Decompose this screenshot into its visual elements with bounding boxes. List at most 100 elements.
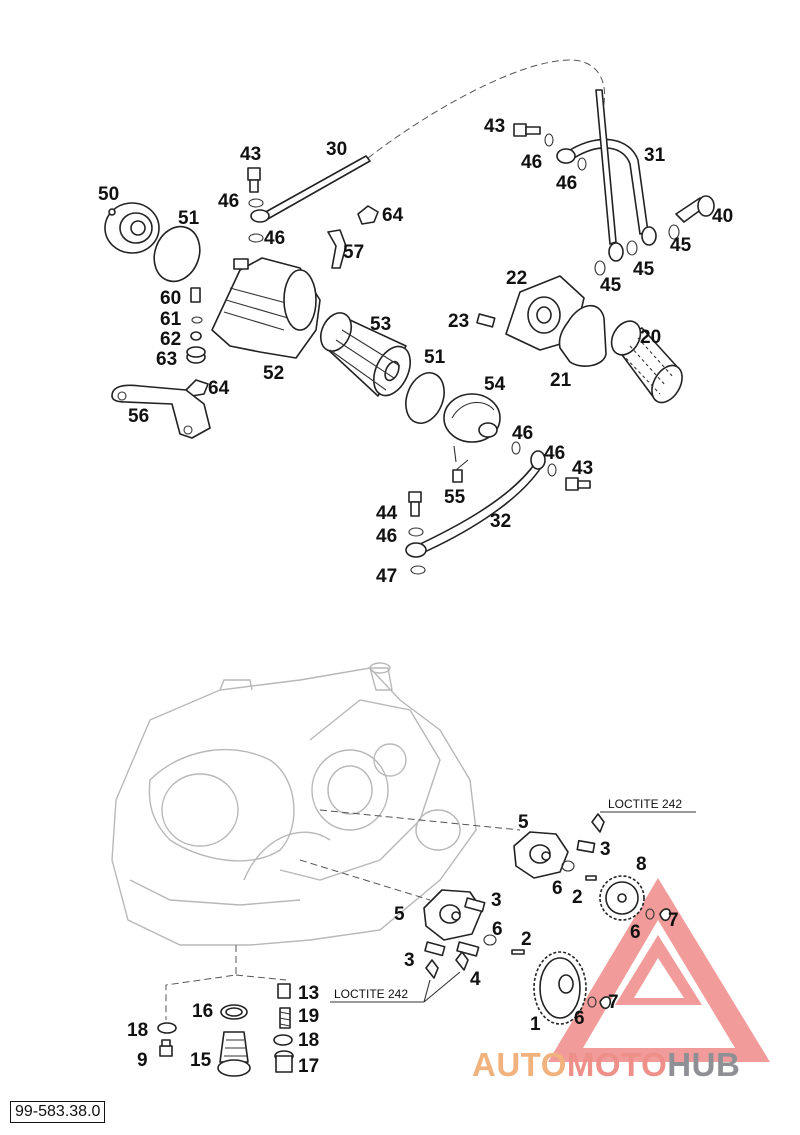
circlip-7: [659, 908, 672, 922]
banjo-bolt-44: [408, 491, 422, 517]
callout-51: 51: [178, 208, 200, 229]
oil-pipe-32: [405, 450, 546, 558]
circlip-7: [599, 996, 612, 1010]
callout-6: 6: [630, 922, 641, 943]
washer-6: [587, 996, 597, 1008]
callout-46: 46: [521, 152, 542, 173]
banjo-bolt-43: [565, 477, 591, 491]
callout-3: 3: [600, 839, 611, 860]
callout-43: 43: [484, 116, 505, 137]
oil-pipe-31: [556, 89, 657, 262]
callout-30: 30: [326, 139, 347, 160]
callout-40: 40: [712, 206, 733, 227]
callout-19: 19: [298, 1006, 319, 1027]
callout-13: 13: [298, 983, 319, 1004]
callout-22: 22: [506, 268, 527, 289]
callout-32: 32: [490, 511, 511, 532]
oil-pump-cover-5: [513, 831, 569, 879]
callout-labels: 43 30 43 31 50 51 46 46 46 46 64 57 40 4…: [98, 116, 733, 1077]
washer-47: [410, 565, 426, 575]
callout-44: 44: [376, 503, 398, 524]
banjo-bolt-43: [513, 123, 541, 137]
washer-46: [547, 463, 557, 477]
callout-46: 46: [376, 526, 397, 547]
callout-46: 46: [264, 228, 285, 249]
brand-part-moto: MOTO: [566, 1046, 668, 1083]
callout-46: 46: [556, 173, 577, 194]
washer-45: [626, 240, 638, 256]
screw-3: [424, 941, 446, 957]
pin-2: [585, 875, 597, 881]
callout-5: 5: [518, 812, 529, 833]
o-ring-21: [558, 304, 607, 367]
brand-part-auto: AUTO: [472, 1046, 567, 1083]
loctite-tip: [425, 959, 439, 979]
nut-62: [190, 331, 202, 341]
oil-screen-16: [220, 1004, 248, 1020]
o-ring-18: [157, 1022, 177, 1034]
screw-23: [476, 313, 496, 328]
callout-6: 6: [492, 919, 503, 940]
callout-15: 15: [190, 1050, 212, 1071]
washer-6: [483, 934, 497, 946]
o-ring-51: [405, 372, 445, 424]
watermark-triangle-logo: [548, 878, 770, 1062]
callout-6: 6: [552, 878, 563, 899]
callout-56: 56: [128, 406, 149, 427]
loctite-tip: [591, 813, 605, 833]
callout-2: 2: [521, 929, 532, 950]
callout-3: 3: [491, 890, 502, 911]
callout-8: 8: [636, 854, 647, 875]
banjo-bolt-40: [675, 195, 715, 223]
reference-number: 99-583.38.0: [10, 1101, 106, 1123]
callout-46: 46: [512, 423, 533, 444]
plug-13: [277, 983, 291, 999]
callout-50: 50: [98, 184, 119, 205]
screw-3: [464, 897, 486, 913]
callout-45: 45: [600, 275, 622, 296]
callout-1: 1: [530, 1014, 541, 1035]
o-ring-51: [153, 225, 201, 283]
callout-46: 46: [544, 443, 565, 464]
callout-6: 6: [574, 1008, 585, 1029]
rubber-mount-63: [186, 346, 206, 364]
pump-gear-8: [599, 875, 645, 921]
leader-lines: [453, 445, 469, 471]
loctite-note-line-lower: [330, 971, 461, 1003]
hose-routing-dashed-line: [367, 59, 605, 159]
banjo-bolt-43: [247, 167, 261, 193]
o-ring-18: [273, 1034, 293, 1046]
callout-3: 3: [404, 950, 415, 971]
oil-filter-element-53: [319, 312, 411, 397]
callout-47: 47: [376, 566, 397, 587]
callout-43: 43: [240, 144, 261, 165]
oil-screen-15: [217, 1031, 251, 1077]
bracket-57: [327, 229, 347, 269]
callout-20: 20: [640, 327, 661, 348]
callout-63: 63: [156, 349, 177, 370]
washer-6: [561, 860, 575, 872]
callout-60: 60: [160, 288, 181, 309]
washer-46: [544, 133, 554, 147]
screw-60: [190, 287, 201, 303]
washer-46: [577, 157, 587, 171]
callout-17: 17: [298, 1056, 319, 1077]
callout-57: 57: [343, 242, 364, 263]
callout-64: 64: [208, 378, 230, 399]
callout-45: 45: [670, 235, 692, 256]
brand-part-hub: HUB: [667, 1046, 741, 1083]
filter-cover-50: [104, 202, 160, 254]
callout-9: 9: [137, 1050, 148, 1071]
callout-7: 7: [608, 992, 619, 1013]
oil-pipe-30: [250, 155, 371, 223]
watermark-brand-text: AUTOMOTOHUB: [472, 1046, 740, 1084]
callout-23: 23: [448, 311, 469, 332]
callout-16: 16: [192, 1001, 213, 1022]
callout-52: 52: [263, 363, 284, 384]
plug-17: [274, 1050, 294, 1073]
washer-46: [408, 527, 424, 537]
washer-46: [248, 198, 264, 208]
callout-2: 2: [572, 887, 583, 908]
callout-18: 18: [298, 1030, 319, 1051]
washer-6: [645, 908, 655, 920]
